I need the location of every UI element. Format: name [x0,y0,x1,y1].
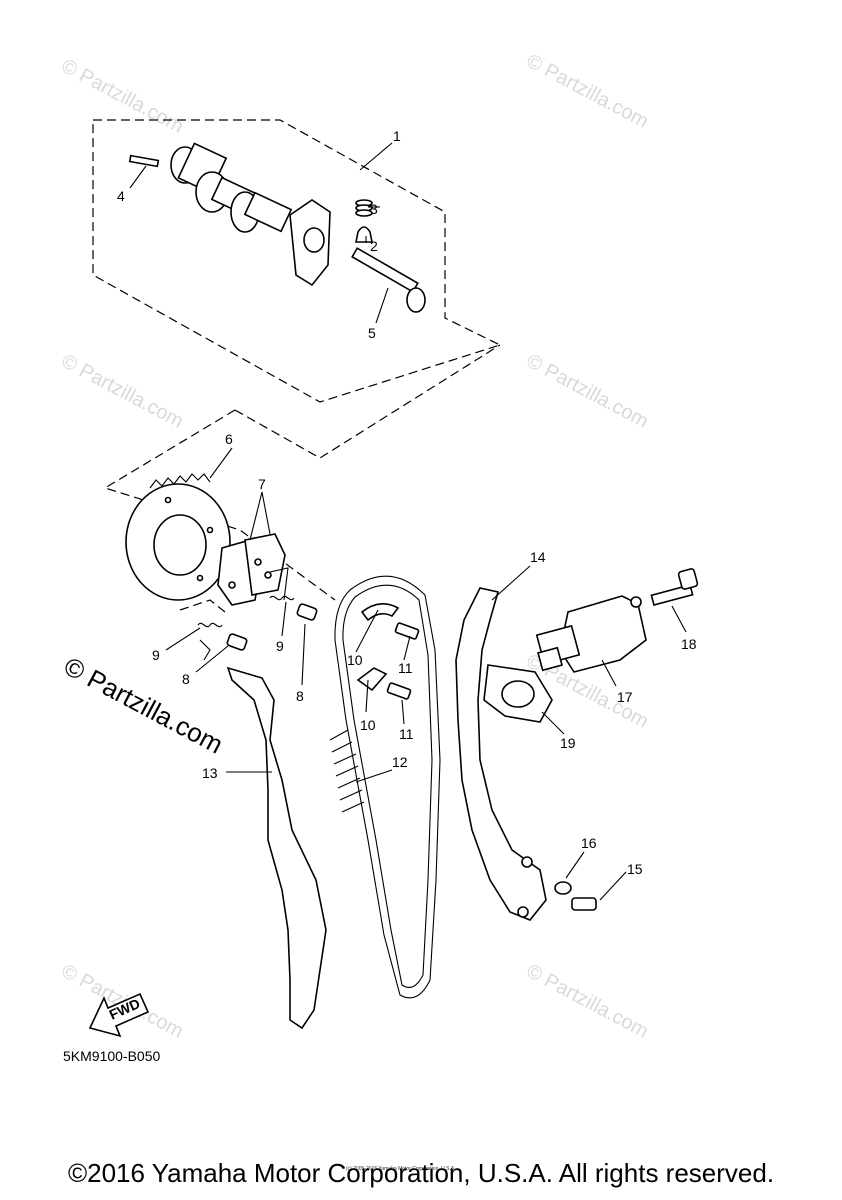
callout-label: 13 [202,765,218,781]
watermark: © Partzilla.com [523,960,652,1043]
callout-label: 18 [681,636,697,652]
callout-label: 1 [393,128,401,144]
tensioner-gasket [483,664,553,723]
callout-label: 6 [225,431,233,447]
watermark: © Partzilla.com [523,50,652,133]
tensioner-bolt [650,568,699,606]
callout-label: 9 [276,638,284,654]
callout-label: 12 [392,754,408,770]
sprocket-assembly-outline-upper [234,344,501,459]
weight-spring [179,567,295,661]
washer [554,881,572,895]
fwd-arrow-icon: FWD [88,992,150,1038]
callout-label: 3 [370,201,378,217]
plunger [355,226,373,243]
callout-labels: 1 2 3 4 5 6 7 8 8 9 9 10 10 11 11 12 13 … [117,128,697,877]
cam-chain [329,575,441,999]
callout-label: 14 [530,549,546,565]
callout-label: 7 [258,476,266,492]
copyright-footer: ©2016 Yamaha Motor Corporation, U.S.A. A… [67,1158,775,1188]
decompression-shaft [351,247,426,313]
callout-label: 16 [581,835,597,851]
callout-label: 2 [370,238,378,254]
callout-label: 10 [347,652,363,668]
callout-label: 5 [368,325,376,341]
tiny-credit: (c) 2005-2016 Yamaha Motor Corporation, … [346,1166,456,1172]
decompressor-weight [217,533,286,606]
guide-bolt [571,897,597,911]
watermark: © Partzilla.com [58,350,187,433]
diagram-code: 5KM9100-B050 [63,1048,161,1064]
cam-sprocket [125,473,231,601]
callout-label: 10 [360,717,376,733]
chain-clip [356,603,400,692]
callout-label: 15 [627,861,643,877]
callout-label: 8 [296,688,304,704]
watermark: © Partzilla.com [523,350,652,433]
dowel-pin [128,154,160,168]
leader-lines [129,142,687,901]
watermark: © Partzilla.com [58,55,187,138]
callout-label: 11 [399,726,414,742]
screw [386,622,420,700]
callout-label: 17 [617,689,633,705]
bolt [226,603,318,651]
camshaft-assembly-outline [92,119,502,403]
callout-label: 8 [182,671,190,687]
sprocket-assembly-outline [103,409,336,601]
chain-guide-exhaust [226,666,327,1030]
cam-chain-tensioner [535,595,647,673]
callout-label: 4 [117,188,125,204]
callout-label: 9 [152,647,160,663]
callout-label: 19 [560,735,576,751]
chain-guide-intake [455,587,547,921]
camshaft [170,142,331,287]
callout-label: 11 [398,660,413,676]
